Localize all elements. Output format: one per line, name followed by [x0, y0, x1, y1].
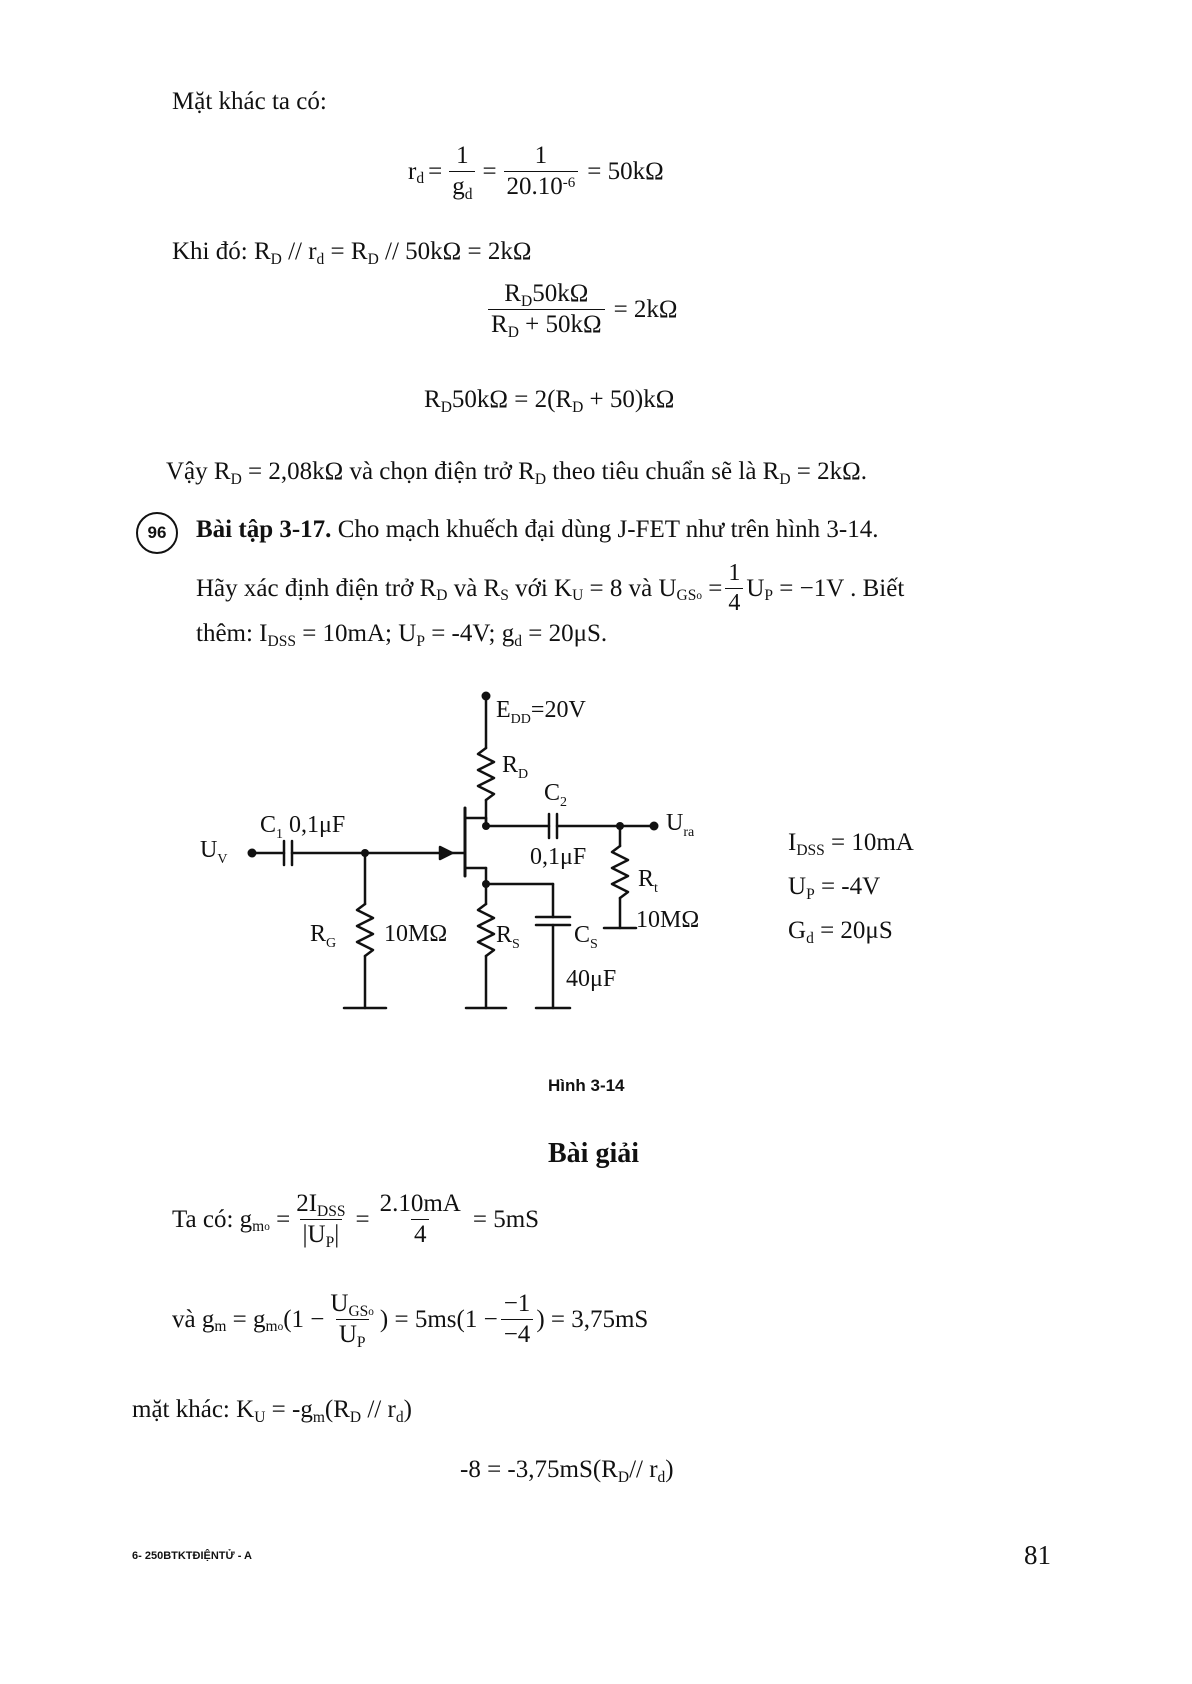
intro-text: Mặt khác ta có: — [172, 88, 327, 115]
figure-caption: Hình 3-14 — [548, 1076, 625, 1095]
rd-label: RD — [502, 752, 528, 782]
rd-resistor — [476, 746, 496, 802]
solution-heading: Bài giải — [548, 1138, 640, 1169]
footer-code: 6- 250BTKTĐIỆNTỬ - A — [132, 1550, 252, 1562]
output-node — [616, 822, 624, 830]
input-terminal — [247, 848, 257, 858]
param-gd: Gd = 20μS — [788, 917, 893, 947]
problem-line-3: thêm: IDSS = 10mA; UP = -4V; gd = 20μS. — [196, 620, 608, 650]
rt-resistor — [610, 844, 630, 900]
equation-last: -8 = -3,75mS(RD// rd) — [460, 1456, 674, 1486]
c2-value: 0,1μF — [530, 844, 586, 870]
edd-label: EDD=20V — [496, 697, 586, 727]
khi-do-line: Khi đó: RD // rd = RD // 50kΩ = 2kΩ — [172, 238, 532, 268]
c1-label: C1 0,1μF — [260, 812, 345, 842]
rs-label: RS — [496, 922, 520, 952]
gain-formula-line: mặt khác: KU = -gm(RD // rd) — [132, 1396, 412, 1426]
problem-line-2: Hãy xác định điện trở RD và RS với KU = … — [196, 560, 905, 616]
rg-label: RG — [310, 921, 336, 951]
equation-linear: RD50kΩ = 2(RD + 50)kΩ — [424, 386, 675, 416]
source-node — [482, 880, 490, 888]
param-idss: IDSS = 10mA — [788, 829, 914, 859]
uv-label: UV — [200, 837, 227, 867]
ura-label: Ura — [666, 810, 695, 840]
cs-label: CS — [574, 922, 598, 952]
rs-resistor — [476, 902, 496, 958]
rt-value: 10MΩ — [636, 907, 699, 933]
problem-number-badge: 96 — [136, 512, 178, 554]
cs-value: 40μF — [566, 966, 616, 992]
edd-terminal — [481, 691, 491, 701]
problem-line-1: Bài tập 3-17. Cho mạch khuếch đại dùng J… — [196, 516, 879, 543]
c2-label: C2 — [544, 780, 567, 810]
drain-node — [482, 822, 490, 830]
page-number: 81 — [1024, 1540, 1051, 1570]
side-parameters: IDSS = 10mA UP = -4V Gd = 20μS — [788, 822, 914, 954]
result-line: Vậy RD = 2,08kΩ và chọn điện trở RD theo… — [166, 458, 867, 488]
gate-node — [361, 849, 369, 857]
gate-arrow — [438, 845, 454, 861]
rg-value: 10MΩ — [384, 921, 447, 947]
output-terminal — [649, 821, 659, 831]
param-up: UP = -4V — [788, 873, 881, 903]
rg-resistor — [355, 902, 375, 958]
rt-label: Rt — [638, 866, 658, 896]
